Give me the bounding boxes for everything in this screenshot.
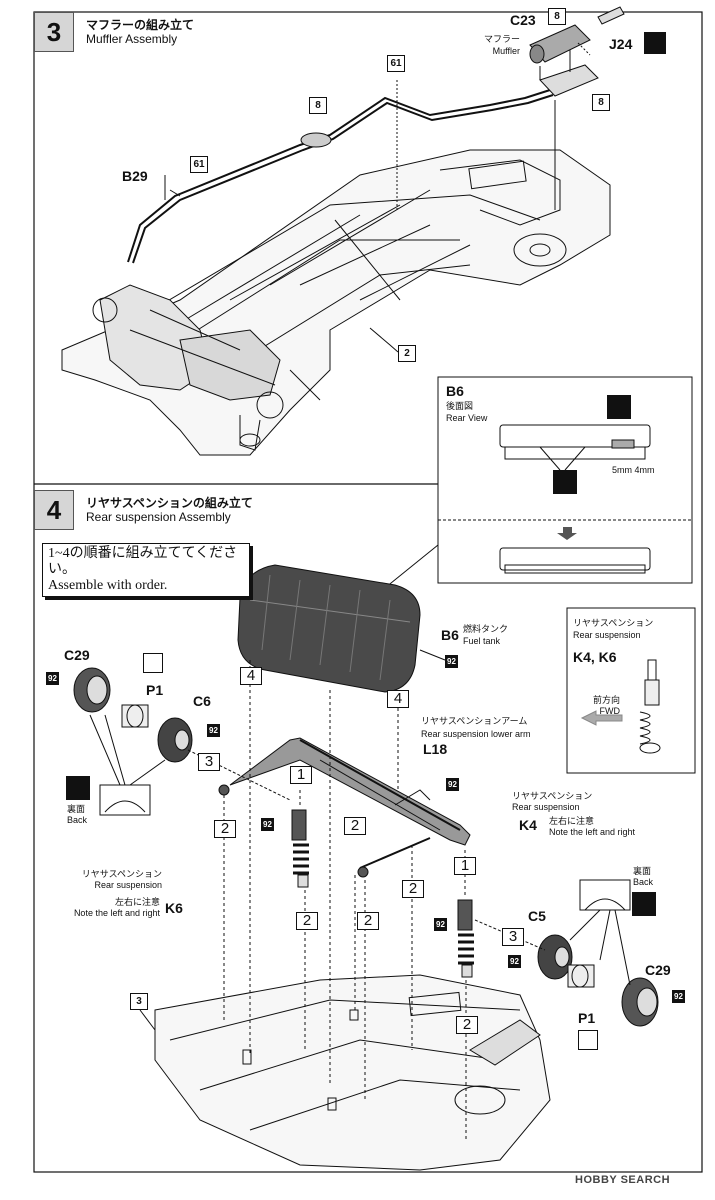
muffler-label-en: Muffler [492, 46, 520, 56]
left-hub-parts-drawing [73, 667, 291, 816]
part-label-l18: L18 [423, 741, 448, 757]
paint-pin-92-k4: 92 [434, 918, 447, 931]
paint-pin-92-c5: 92 [508, 955, 521, 968]
rear-susp-label-en-left: Rear suspension [94, 880, 162, 890]
note-lr-jp-left: 左右に注意 [114, 897, 160, 907]
paint-pin-92-c29-right: 92 [672, 990, 685, 1003]
fuel-tank-label-jp: 燃料タンク [463, 624, 509, 634]
rear-suspension-arm-drawing [218, 737, 471, 878]
step3-title-en: Muffler Assembly [86, 32, 178, 46]
inset-dimension-text: 5mm 4mm [612, 465, 655, 475]
part-label-k6: K6 [165, 900, 183, 916]
order-tag-2-d: 2 [296, 912, 318, 930]
note-lr-jp-right: 左右に注意 [549, 816, 595, 826]
paint-icon-back-left [66, 776, 90, 800]
assembly-order-en: Assemble with order. [48, 578, 168, 593]
order-tag-1-right: 1 [454, 857, 476, 875]
side-box-parts: K4, K6 [573, 649, 617, 665]
back-label-jp-right: 裏面 [633, 866, 652, 876]
step4-title-jp: リヤサスペンションの組み立て [86, 496, 253, 510]
back-label-jp-left: 裏面 [67, 804, 86, 814]
assembly-order-note: 1~4の順番に組み立ててください。 Assemble with order. [42, 543, 250, 597]
step3-title-jp: マフラーの組み立て [86, 18, 195, 32]
order-tag-3-left: 3 [198, 753, 220, 771]
part-ref-box-3: 3 [130, 993, 148, 1010]
order-tag-4-right: 4 [387, 690, 409, 708]
part-label-b29: B29 [122, 168, 148, 184]
no-cement-icon-right [578, 1030, 598, 1050]
order-tag-2-f: 2 [456, 1016, 478, 1034]
paint-icon-back-right [632, 892, 656, 916]
paint-box-8-exhaust: 8 [309, 97, 327, 114]
order-tag-2-b: 2 [344, 817, 366, 835]
order-tag-3-right: 3 [502, 928, 524, 946]
side-shock-drawing [639, 659, 661, 754]
part-label-c29-right: C29 [645, 962, 671, 978]
assembly-order-jp: 1~4の順番に組み立ててください。 [48, 546, 238, 577]
fwd-label-en: FWD [599, 706, 621, 716]
order-tag-2-e: 2 [357, 912, 379, 930]
part-ref-box-2: 2 [398, 345, 416, 362]
cement-icon [644, 32, 666, 54]
order-tag-2-c: 2 [402, 880, 424, 898]
paint-box-61-left: 61 [190, 156, 208, 173]
back-label-en-right: Back [633, 877, 654, 887]
fuel-tank-rear-view-drawing [499, 424, 651, 574]
fuel-tank-label-en: Fuel tank [463, 636, 501, 646]
muffler-part-drawing [164, 6, 625, 210]
part-label-c29-left: C29 [64, 647, 90, 663]
inset-part-b6: B6 [446, 383, 464, 399]
paint-pin-92-k6: 92 [261, 818, 274, 831]
paint-box-8-muffler: 8 [548, 8, 566, 25]
order-tag-2-a: 2 [214, 820, 236, 838]
rear-susp-label-jp-left: リヤサスペンション [81, 869, 162, 879]
paint-pin-92-arm: 92 [446, 778, 459, 791]
part-label-j24: J24 [609, 36, 633, 52]
note-lr-en-right: Note the left and right [549, 827, 636, 837]
no-cement-icon-left [143, 653, 163, 673]
part-label-c23: C23 [510, 12, 536, 28]
step-number-4: 4 [34, 490, 74, 530]
paint-box-8-pipe: 8 [592, 94, 610, 111]
hobby-search-watermark: HOBBY SEARCH [575, 1174, 671, 1186]
paint-icon-inset-bottom [553, 470, 577, 494]
note-lr-en-left: Note the left and right [73, 908, 160, 918]
side-box-title-en: Rear suspension [573, 630, 641, 640]
part-label-b6: B6 [441, 627, 459, 643]
part-label-c6: C6 [193, 693, 211, 709]
rear-susp-label-en-right: Rear suspension [512, 802, 580, 812]
fuel-tank-drawing [237, 564, 446, 693]
step-number-3: 3 [34, 12, 74, 52]
paint-icon-inset-top [607, 395, 631, 419]
back-label-en-left: Back [67, 815, 88, 825]
fwd-label-jp: 前方向 [592, 695, 620, 705]
exhaust-pipe-drawing [127, 64, 599, 264]
side-box-title-jp: リヤサスペンション [573, 618, 654, 628]
paint-pin-92-c29-left: 92 [46, 672, 59, 685]
rear-susp-label-jp-right: リヤサスペンション [512, 791, 593, 801]
part-label-c5: C5 [528, 908, 546, 924]
part-label-k4: K4 [519, 817, 537, 833]
inset-rear-view-en: Rear View [446, 413, 488, 423]
step4-title-en: Rear suspension Assembly [86, 510, 231, 524]
part-label-p1-right: P1 [578, 1010, 596, 1026]
chassis-step4-drawing [154, 974, 551, 1171]
paint-pin-92-tank: 92 [445, 655, 458, 668]
paint-box-61-top: 61 [387, 55, 405, 72]
shock-absorbers-drawing [291, 809, 474, 978]
right-hub-parts-drawing [474, 879, 659, 1027]
order-tag-4-left: 4 [240, 667, 262, 685]
inset-rear-view-jp: 後面図 [446, 401, 474, 411]
part-label-p1-left: P1 [146, 682, 164, 698]
paint-pin-92-c6: 92 [207, 724, 220, 737]
muffler-label-jp: マフラー [483, 34, 520, 44]
order-tag-1-left: 1 [290, 766, 312, 784]
arm-label-en: Rear suspension lower arm [421, 729, 531, 739]
arm-label-jp: リヤサスペンションアーム [421, 716, 528, 726]
chassis-step3-drawing [61, 149, 611, 456]
